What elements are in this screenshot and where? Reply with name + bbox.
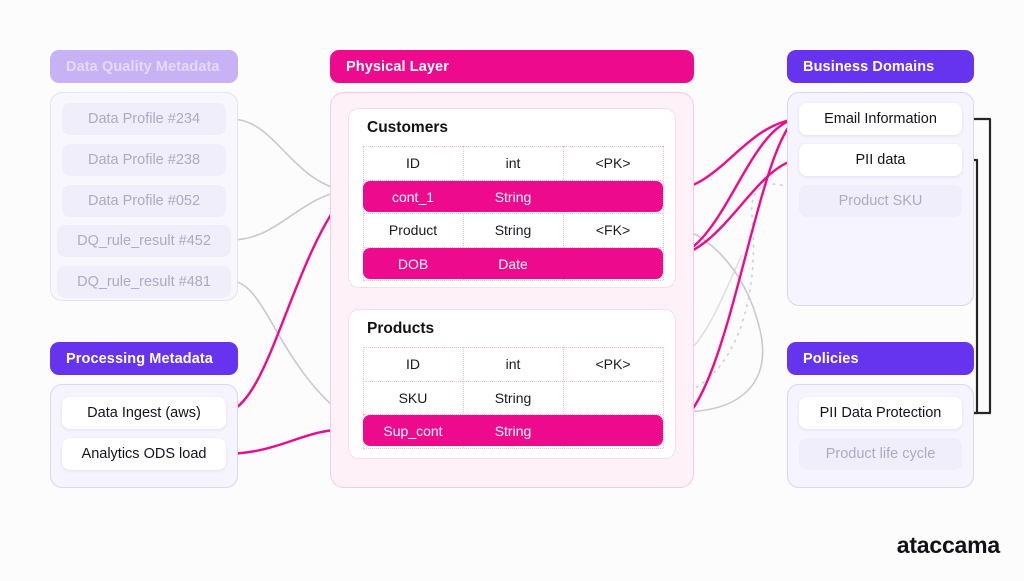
list-item-product-sku[interactable]: Product SKU [799,185,962,217]
list-item-label: Data Profile #238 [87,152,201,168]
list-item-label: Product life cycle [825,446,936,462]
entity-customers: Customers ID int <PK> cont_1 String Prod… [348,108,676,288]
section-title-data-quality: Data Quality Metadata [50,50,238,83]
cell-column-key: <FK> [595,222,631,238]
list-item-data-profile-238[interactable]: Data Profile #238 [62,144,226,176]
grid-line-v [563,146,564,280]
grid-line-v [563,347,564,448]
grid-line-v [363,347,364,448]
cell-column-name: cont_1 [391,188,435,205]
wire-pink-ods-to-supcont [221,427,348,456]
list-item-analytics-ods-load[interactable]: Analytics ODS load [62,438,226,470]
entity-products: Products ID int <PK> SKU String Sup_cont… [348,309,676,459]
list-item-label: Product SKU [838,193,923,209]
cell-column-key: <PK> [595,356,631,372]
grid-line-h [363,180,663,181]
cell-column-type: int [505,155,521,171]
list-item-product-life-cycle[interactable]: Product life cycle [799,438,962,470]
grid-line-h [363,347,663,348]
cell-column-name: ID [406,155,420,171]
grid-line-v [663,347,664,448]
cell-column-type: int [505,356,521,372]
section-title-label: Data Quality Metadata [66,58,220,75]
grid-line-v [463,146,464,280]
cell-column-name: ID [406,356,420,372]
list-item-pii-data[interactable]: PII data [799,144,962,176]
list-item-email-information[interactable]: Email Information [799,103,962,135]
brand-logo: ataccama [896,532,1000,558]
grid-line-h [363,448,663,449]
section-title-label: Processing Metadata [66,350,213,367]
grid-line-h [363,280,663,281]
section-title-label: Business Domains [803,58,935,75]
list-item-pii-data-protection[interactable]: PII Data Protection [799,397,962,429]
grid-line-v [663,146,664,280]
cell-column-key: <PK> [595,155,631,171]
cell-column-name: SKU [398,389,428,406]
grid-line-v [363,146,364,280]
section-title-physical-layer: Physical Layer [330,50,694,83]
wire-grey-dp234-to-cont1 [230,118,346,192]
list-item-label: DQ_rule_result #452 [77,233,211,249]
list-item-label: Data Profile #052 [87,193,201,209]
list-item-data-profile-052[interactable]: Data Profile #052 [62,185,226,217]
list-item-label: Data Ingest (aws) [87,405,201,421]
entity-title-customers: Customers [367,119,448,136]
row-highlight-sup-cont[interactable] [363,415,663,446]
cell-column-type: String [494,222,532,238]
list-item-label: PII Data Protection [819,405,942,421]
list-item-dq-rule-result-452[interactable]: DQ_rule_result #452 [57,225,231,257]
section-title-business-domains: Business Domains [787,50,974,83]
grid-line-h [363,414,663,415]
wire-grey-dq452-to-cont1 [230,190,346,241]
list-item-data-profile-234[interactable]: Data Profile #234 [62,103,226,135]
grid-line-h [363,247,663,248]
cell-column-type: String [494,389,532,406]
section-title-label: Physical Layer [346,58,449,75]
grid-line-h [363,146,663,147]
wire-grey-dotted-prodsku [675,183,798,397]
row-highlight-dob[interactable] [363,248,663,279]
section-title-policies: Policies [787,342,974,375]
list-item-label: Email Information [824,111,937,127]
cell-column-type: String [494,188,532,205]
grid-line-h [363,213,663,214]
list-item-label: PII data [855,152,906,168]
grid-line-v [463,347,464,448]
list-item-label: Data Profile #234 [87,111,201,127]
list-item-dq-rule-result-481[interactable]: DQ_rule_result #481 [57,266,231,298]
list-item-label: Analytics ODS load [81,446,207,462]
row-highlight-cont-1[interactable] [363,181,663,212]
list-item-label: DQ_rule_result #481 [77,274,211,290]
cell-column-name: DOB [397,255,429,272]
cell-column-name: Product [388,222,438,238]
cell-column-type: String [494,422,532,439]
grid-line-h [363,381,663,382]
wire-pink-ingest-to-cont1 [221,191,348,415]
entity-title-products: Products [367,320,435,337]
cell-column-name: Sup_cont [383,422,443,439]
list-item-data-ingest-aws[interactable]: Data Ingest (aws) [62,397,226,429]
section-title-label: Policies [803,350,859,367]
section-title-processing: Processing Metadata [50,342,238,375]
cell-column-type: Date [498,255,528,272]
